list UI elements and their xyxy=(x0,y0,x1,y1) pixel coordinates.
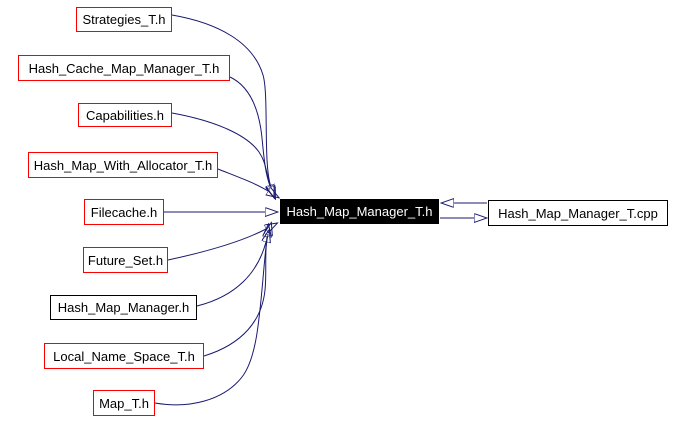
node-hash-map-manager-t-cpp[interactable]: Hash_Map_Manager_T.cpp xyxy=(488,200,668,226)
node-local-name-space-t-h[interactable]: Local_Name_Space_T.h xyxy=(44,343,204,369)
node-future-set-h[interactable]: Future_Set.h xyxy=(83,247,168,273)
edge-strategies-to-hash-map-manager-t-h xyxy=(171,14,271,187)
edge-hash-map-manager-to-hash-map-manager-t-h xyxy=(196,242,266,307)
node-strategies-t-h[interactable]: Strategies_T.h xyxy=(76,7,172,32)
node-hash-cache-map-manager-t-h[interactable]: Hash_Cache_Map_Manager_T.h xyxy=(18,55,230,81)
node-filecache-h[interactable]: Filecache.h xyxy=(84,199,164,225)
edge-local-name-space-to-hash-map-manager-t-h xyxy=(203,235,268,357)
edge-hash-map-with-allocator-to-hash-map-manager-t-h xyxy=(217,168,268,191)
edge-hash-cache-map-manager-to-hash-map-manager-t-h xyxy=(229,76,270,186)
edge-map-t-to-hash-map-manager-t-h xyxy=(154,237,267,406)
node-hash-map-with-allocator-t-h[interactable]: Hash_Map_With_Allocator_T.h xyxy=(28,152,218,178)
edge-capabilities-to-hash-map-manager-t-h xyxy=(171,112,270,185)
node-hash-map-manager-h[interactable]: Hash_Map_Manager.h xyxy=(50,295,197,320)
node-hash-map-manager-t-h-current: Hash_Map_Manager_T.h xyxy=(280,199,439,224)
node-map-t-h[interactable]: Map_T.h xyxy=(93,390,155,416)
edge-future-set-to-hash-map-manager-t-h xyxy=(167,229,266,261)
node-capabilities-h[interactable]: Capabilities.h xyxy=(78,103,172,127)
